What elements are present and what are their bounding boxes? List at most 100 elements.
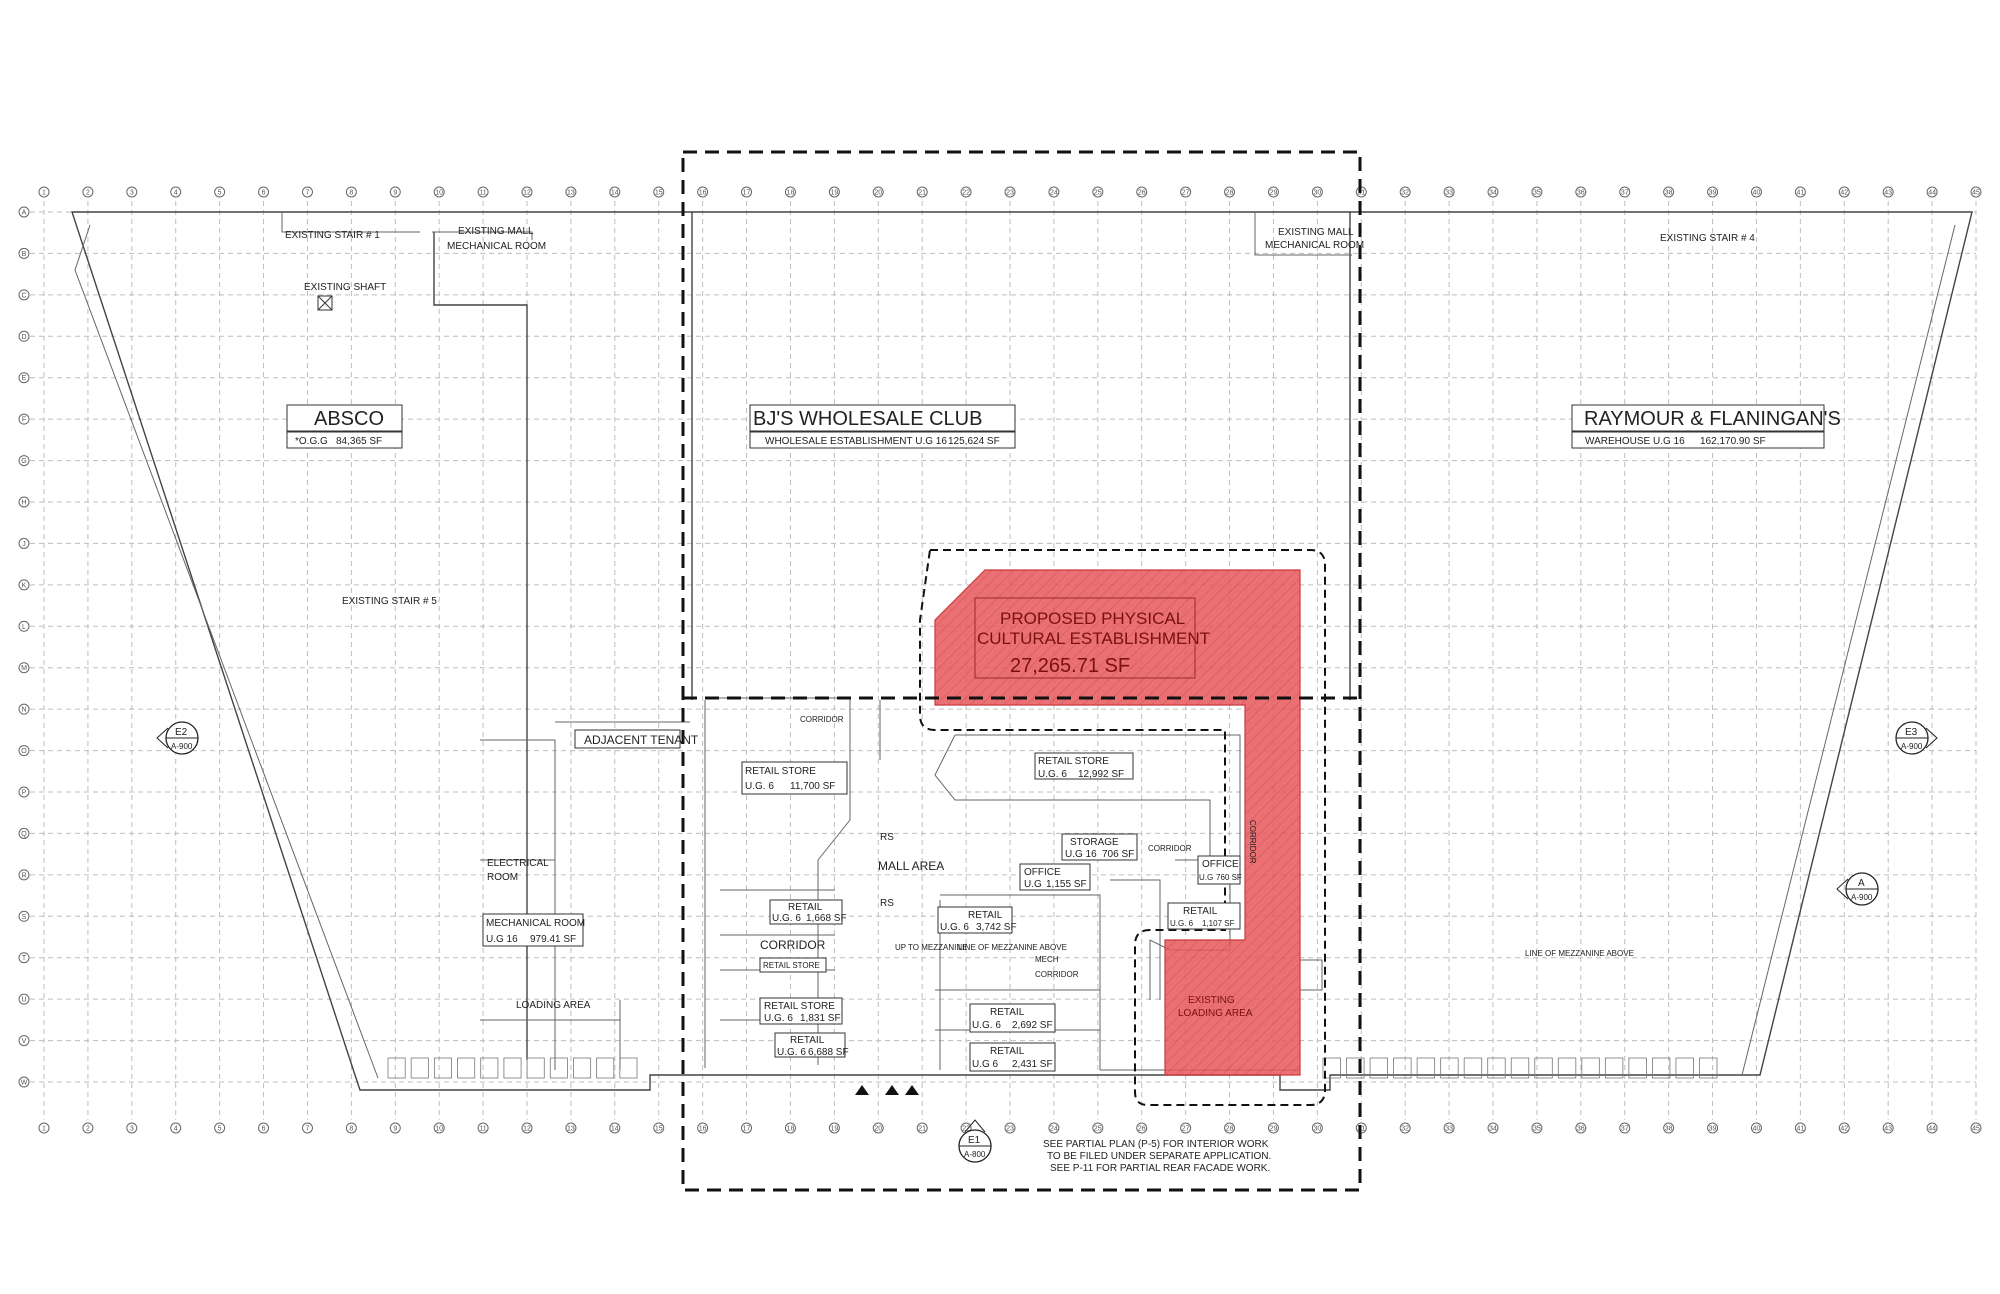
grid-column-label: 20 — [874, 190, 882, 197]
grid-bubble-icon — [18, 455, 30, 467]
grid-column-label: 15 — [655, 190, 663, 197]
absco-name-box — [286, 404, 403, 432]
adjacent-tenant-box — [574, 729, 681, 749]
grid-column-label: 38 — [1665, 1126, 1673, 1133]
mall-mech-right — [1254, 212, 1352, 256]
corridor-right-label: CORRIDOR — [1148, 844, 1192, 853]
grid-column-label: 30 — [1313, 1126, 1321, 1133]
grid-column-label: 1 — [42, 190, 46, 197]
grid-bubble-icon — [18, 703, 30, 715]
grid-column-label: 34 — [1489, 190, 1497, 197]
grid-column-label: 40 — [1753, 1126, 1761, 1133]
electrical-room-label-2: ROOM — [487, 872, 518, 883]
grid-bubble-icon — [960, 186, 972, 198]
grid-column-label: 20 — [874, 1126, 882, 1133]
corridor-vertical-label: CORRIDOR — [1248, 820, 1257, 864]
grid-column-label: 12 — [523, 1126, 531, 1133]
grid-bubble-icon — [1707, 1122, 1719, 1134]
grid-bubble-icon — [1838, 1122, 1850, 1134]
grid-bubble-icon — [1575, 1122, 1587, 1134]
raymour-sf: 162,170.90 SF — [1700, 436, 1766, 447]
rs-label-1: RS — [880, 832, 894, 843]
grid-row-label: P — [22, 790, 27, 797]
storage-ug: U.G 16 — [1065, 849, 1097, 860]
existing-loading-label-1: EXISTING — [1188, 995, 1235, 1006]
loading-bay — [1604, 1057, 1624, 1079]
retail-e-box — [1167, 902, 1241, 930]
grid-bubble-icon — [872, 186, 884, 198]
retail-store-b-box — [1034, 752, 1134, 780]
mall-mech-left-label-1: EXISTING MALL — [458, 226, 534, 237]
grid-bubble-icon — [1267, 186, 1279, 198]
grid-column-label: 8 — [349, 190, 353, 197]
absco-sf: 84,365 SF — [336, 436, 382, 447]
grid-bubble-icon — [433, 186, 445, 198]
retail-g-name: RETAIL — [790, 1035, 825, 1046]
loading-bay — [1581, 1057, 1600, 1079]
grid-bubble-icon — [214, 1122, 226, 1134]
grid-column-label: 45 — [1972, 1126, 1980, 1133]
elevation-marker-e3: E3 A-900 — [1895, 721, 1938, 755]
grid-bubble-icon — [18, 993, 30, 1005]
elevation-marker-e1: E1 A-800 — [958, 1119, 992, 1163]
grid-row-label: D — [21, 334, 26, 341]
storage-name: STORAGE — [1070, 837, 1119, 848]
grid-bubble-icon — [18, 1035, 30, 1047]
loading-bay — [1463, 1057, 1483, 1079]
retail-store-a-sf: 11,700 SF — [790, 781, 835, 792]
grid-column-label: 10 — [435, 190, 443, 197]
mech-room-ug: U.G 16 — [486, 934, 518, 945]
grid-bubble-icon — [477, 1122, 489, 1134]
storage-box — [1061, 833, 1138, 861]
grid-column-label: 8 — [349, 1126, 353, 1133]
proposed-establishment-area — [934, 569, 1301, 1076]
entry-arrows — [855, 1085, 919, 1095]
grid-bubble-icon — [1048, 1122, 1060, 1134]
elevation-e2-label: E2 — [175, 727, 188, 738]
mall-area-label: MALL AREA — [878, 859, 944, 873]
grid-column-label: 3 — [130, 1126, 134, 1133]
grid-bubble-icon — [521, 186, 533, 198]
mall-mech-right-label-2: MECHANICAL ROOM — [1265, 240, 1364, 251]
retail-h-name: RETAIL — [990, 1007, 1025, 1018]
bjs-sf: 125,624 SF — [948, 436, 1000, 447]
absco-use: *O.G.G — [295, 436, 328, 447]
grid-column-label: 23 — [1006, 190, 1014, 197]
retail-g-sf: 6,688 SF — [808, 1047, 849, 1058]
grid-column-label: 9 — [393, 190, 397, 197]
grid-bubble-icon — [1092, 1122, 1104, 1134]
grid-bubble-icon — [1619, 1122, 1631, 1134]
grid-bubble-icon — [1750, 186, 1762, 198]
bjs-name: BJ'S WHOLESALE CLUB — [753, 408, 982, 430]
grid-row-label: G — [21, 458, 26, 465]
grid-bubble-icon — [18, 413, 30, 425]
grid-column-label: 19 — [830, 1126, 838, 1133]
retail-store-a-box — [741, 761, 848, 795]
loading-area-label: LOADING AREA — [516, 1000, 591, 1011]
grid-bubble-icon — [1092, 186, 1104, 198]
retail-store-j-box — [759, 957, 827, 973]
grid-column-label: 45 — [1972, 190, 1980, 197]
absco-name: ABSCO — [314, 408, 384, 430]
grid-column-label: 14 — [611, 190, 619, 197]
grid-bubble-icon — [258, 1122, 270, 1134]
grid-bubble-icon — [389, 1122, 401, 1134]
grid-column-label: 3 — [130, 190, 134, 197]
elevation-e1-label: E1 — [968, 1135, 981, 1146]
grid-bubble-icon — [126, 186, 138, 198]
retail-e-sf: 1,107 SF — [1202, 919, 1235, 928]
retail-h-sf: 2,692 SF — [1012, 1020, 1053, 1031]
grid-column-label: 10 — [435, 1126, 443, 1133]
grid-bubble-icon — [1399, 186, 1411, 198]
grid-column-label: 33 — [1445, 1126, 1453, 1133]
existing-stair-5-label: EXISTING STAIR # 5 — [342, 596, 437, 607]
grid-bubble-icon — [609, 186, 621, 198]
existing-stair-4-label: EXISTING STAIR # 4 — [1660, 233, 1755, 244]
grid-bubble-icon — [1707, 186, 1719, 198]
grid-bubble-icon — [18, 372, 30, 384]
loading-bay — [619, 1057, 638, 1079]
grid-column-label: 19 — [830, 190, 838, 197]
note-line-2: TO BE FILED UNDER SEPARATE APPLICATION. — [1047, 1151, 1271, 1162]
grid-bubble-icon — [126, 1122, 138, 1134]
grid-column-label: 11 — [479, 1126, 486, 1133]
